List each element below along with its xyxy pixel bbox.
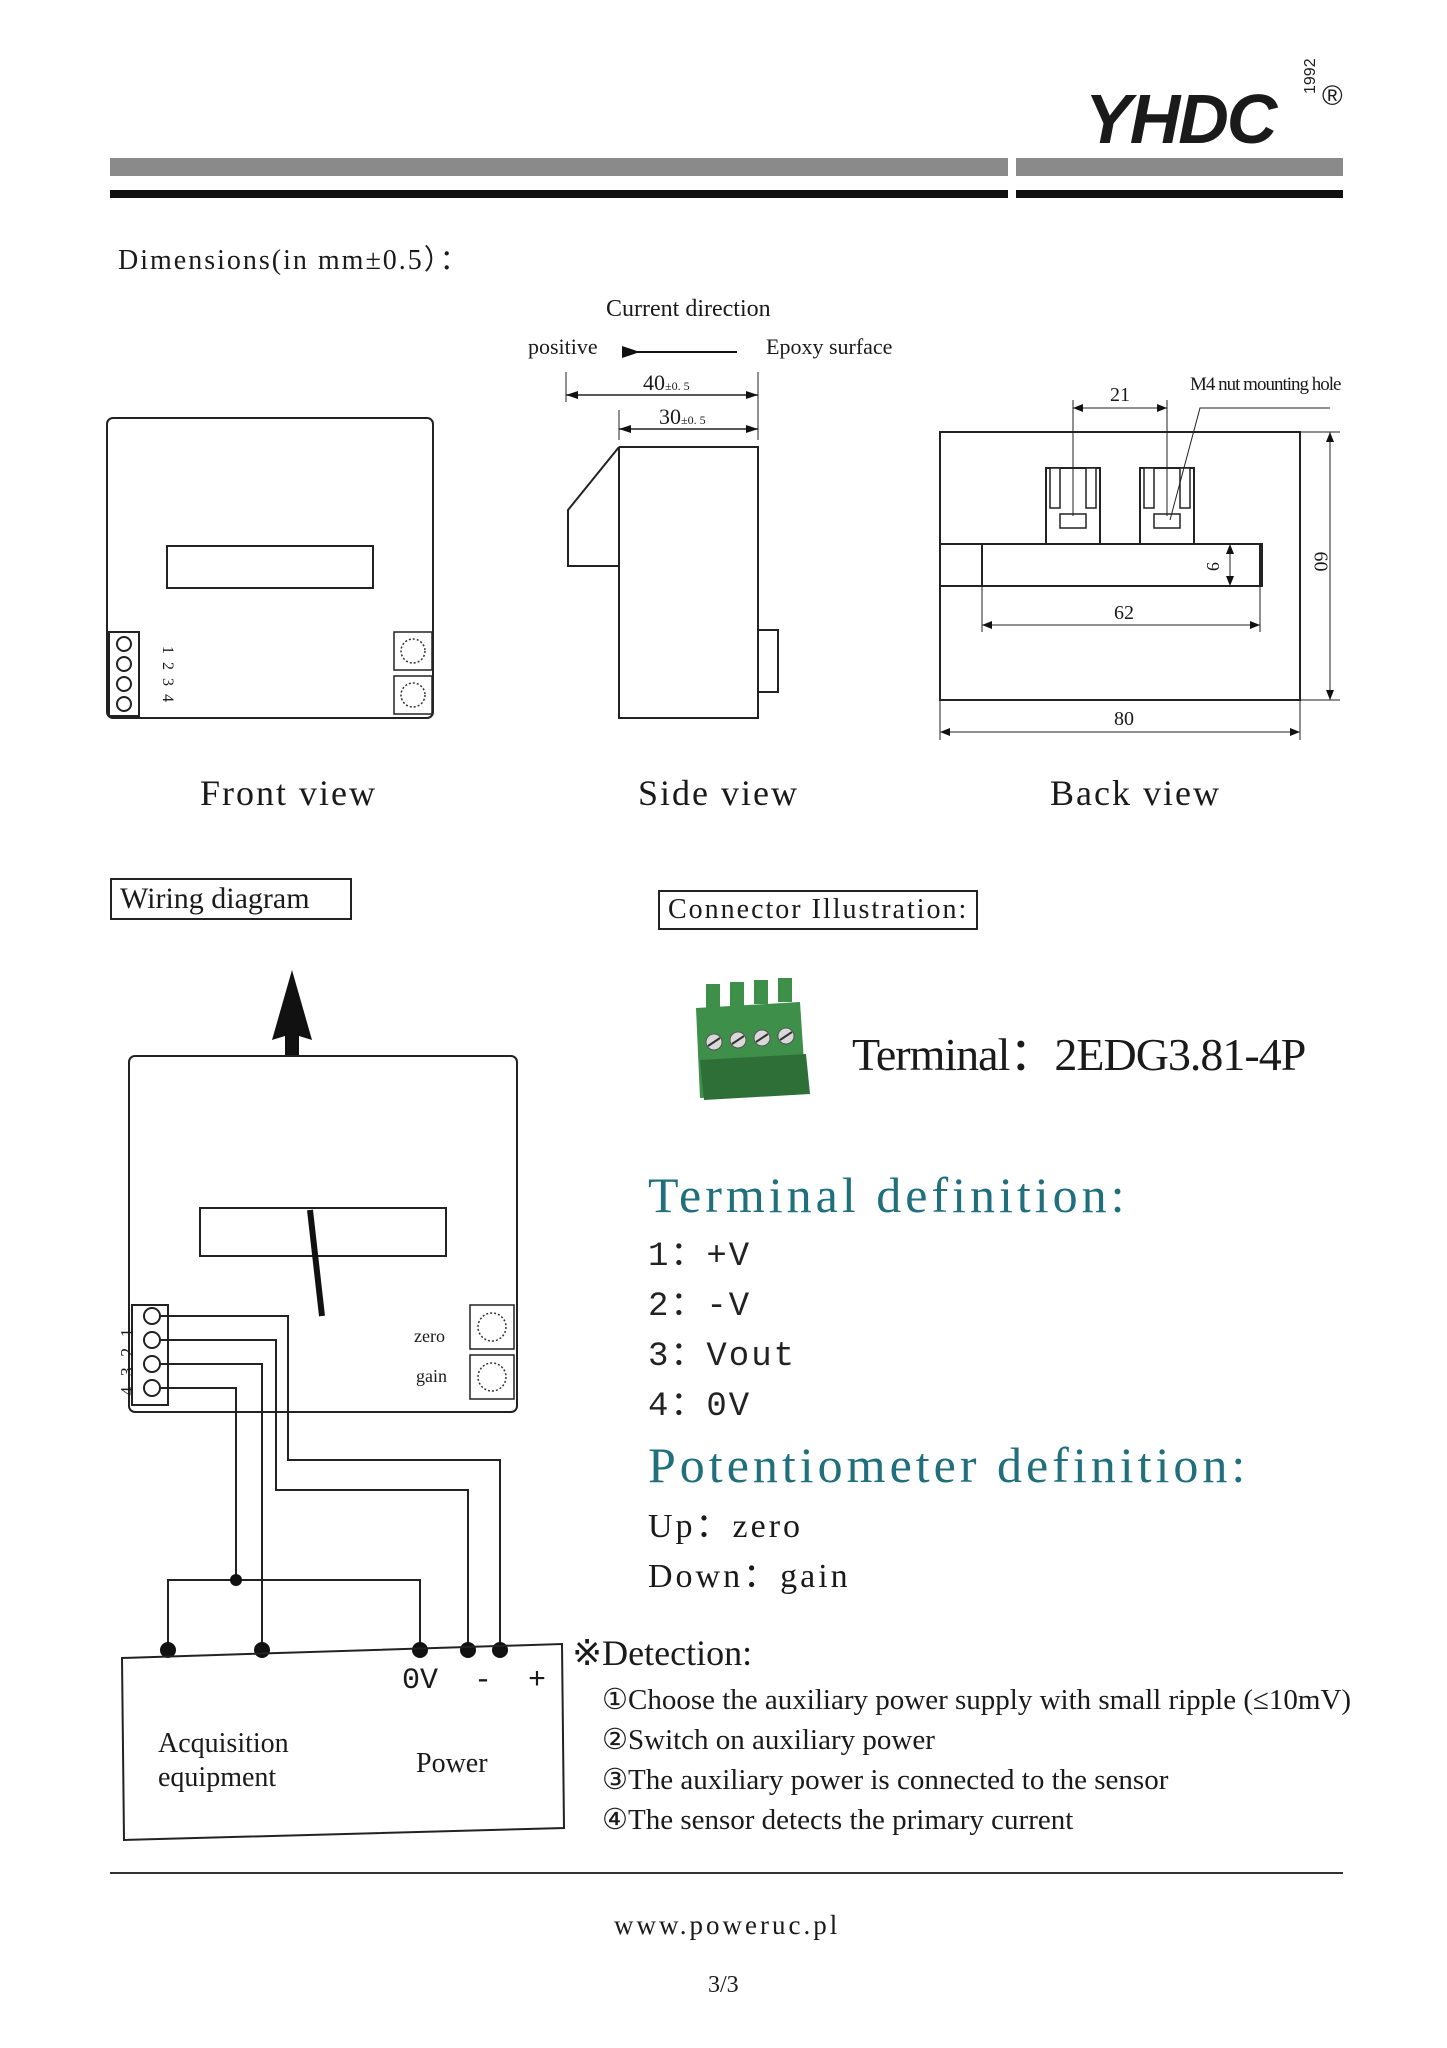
detection-step-3: ③The auxiliary power is connected to the… [602, 1764, 1169, 1796]
wiring-pin-numbers: 4 3 2 1 [116, 1325, 137, 1396]
equipment-label: equipment [158, 1762, 277, 1793]
back-dim-60: 60 [1309, 551, 1332, 572]
terminal-definition-title: Terminal definition: [648, 1167, 1129, 1223]
back-dim-80: 80 [1114, 708, 1134, 730]
detection-title: ※Detection: [572, 1633, 753, 1673]
dimensions-title: Dimensions(in mm±0.5）： [118, 245, 470, 276]
terminal-def-1: 1：+V [648, 1238, 752, 1276]
power-label: Power [416, 1748, 488, 1779]
header-black-bar-right [1016, 190, 1343, 198]
front-view-drawing [106, 417, 434, 719]
page-number: 3/3 [708, 1972, 739, 1998]
detection-step-4: ④The sensor detects the primary current [602, 1804, 1074, 1836]
terminal-def-4: 4：0V [648, 1388, 752, 1426]
back-dim-9: 9 [1203, 562, 1223, 571]
back-dim-62: 62 [1114, 602, 1134, 624]
header-gray-bar-left [110, 158, 1008, 176]
wiring-diagram-drawing [120, 970, 566, 1842]
green-terminal-connector [696, 978, 810, 1100]
header-gray-bar-right [1016, 158, 1343, 176]
acquisition-label: Acquisition [158, 1728, 289, 1759]
side-view-drawing [565, 346, 779, 719]
side-view-title: Side view [638, 773, 799, 813]
front-view-title: Front view [200, 773, 377, 813]
gain-label: gain [416, 1366, 447, 1386]
connector-illustration-title: Connector Illustration: [658, 890, 979, 930]
back-view-title: Back view [1050, 773, 1221, 813]
epoxy-surface-label: Epoxy surface [766, 334, 893, 359]
detection-step-1: ①Choose the auxiliary power supply with … [602, 1684, 1352, 1716]
side-dim-40: 40±0. 5 [643, 370, 690, 395]
m4-mounting-hole-label: M4 nut mounting hole [1190, 374, 1341, 395]
terminal-def-2: 2：-V [648, 1288, 752, 1326]
back-view-drawing [939, 400, 1340, 740]
footer-divider [110, 1872, 1343, 1874]
terminal-def-3: 3：Vout [648, 1338, 797, 1376]
back-dim-21: 21 [1110, 384, 1130, 406]
header-black-bar-left [110, 190, 1008, 198]
positive-label: positive [528, 334, 598, 359]
zero-label: zero [414, 1326, 445, 1346]
potentiometer-definition-title: Potentiometer definition: [648, 1437, 1250, 1493]
yhdc-logo: YHDC [1085, 80, 1277, 158]
side-dim-30: 30±0. 5 [659, 404, 706, 429]
wiring-diagram-title: Wiring diagram [110, 878, 352, 920]
potentiometer-def-down: Down：gain [648, 1558, 851, 1595]
potentiometer-def-up: Up：zero [648, 1508, 804, 1545]
terminal-type: Terminal：2EDG3.81-4P [852, 1029, 1306, 1080]
registered-mark: ® [1322, 80, 1343, 111]
front-pin-numbers: 1 2 3 4 [159, 646, 176, 704]
detection-step-2: ②Switch on auxiliary power [602, 1724, 935, 1756]
current-direction-label: Current direction [606, 296, 771, 322]
footer-website-link[interactable]: www.poweruc.pl [614, 1910, 841, 1940]
power-terminal-labels: 0V - + [402, 1664, 547, 1698]
